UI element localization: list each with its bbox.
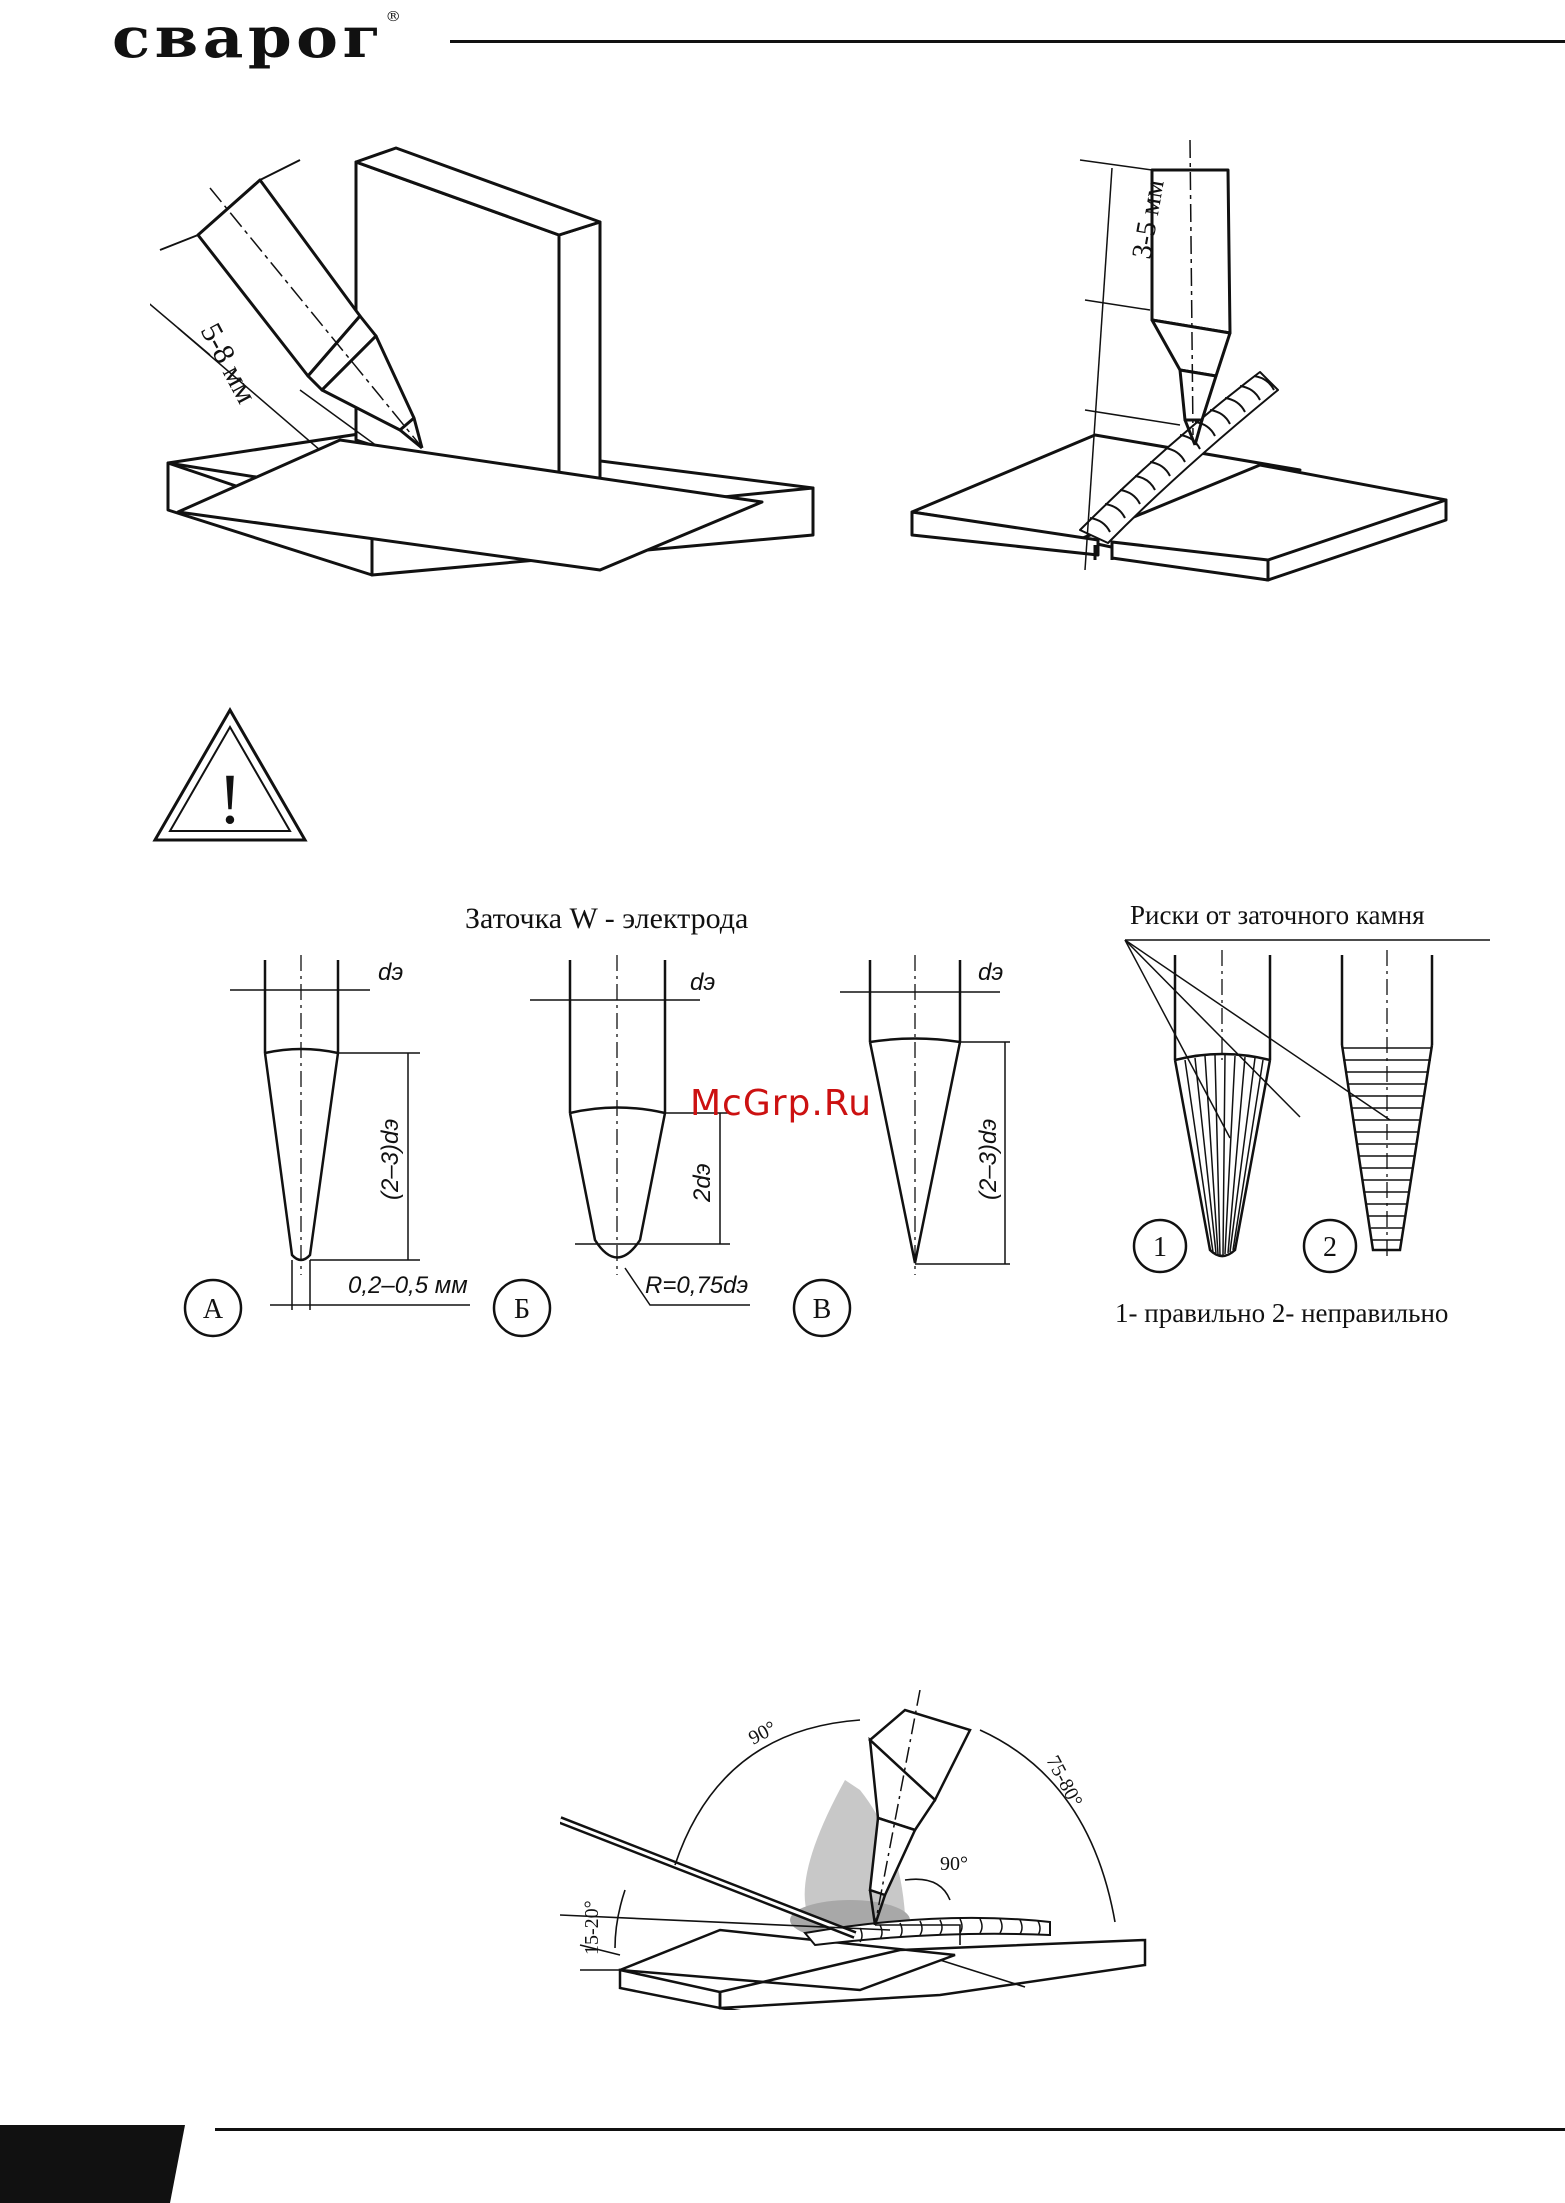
footer-rule (215, 2128, 1565, 2131)
marks-leader-lines (1125, 940, 1490, 1138)
fillet-vertical-plate-edge (559, 222, 600, 505)
variant-b-radius: R=0,75dэ (645, 1272, 748, 1299)
mark-1-number: 1 (1153, 1232, 1167, 1263)
fillet-dimension-label: 5-8 мм (194, 318, 263, 409)
variant-b-length: 2dэ (689, 1163, 716, 1203)
brand-logo: сварог® (112, 10, 406, 66)
registered-mark: ® (385, 9, 405, 25)
angle-perp-label: 90° (940, 1853, 968, 1875)
variant-a-diameter: dэ (378, 959, 403, 986)
variant-c-diameter: dэ (978, 959, 1003, 986)
variant-a-letter: А (203, 1294, 224, 1325)
variant-b-letter: Б (514, 1294, 530, 1325)
electrode-variant-a (230, 955, 470, 1310)
variant-a-length: (2–3)dэ (377, 1119, 404, 1200)
angle-work-label: 75-80° (1042, 1752, 1087, 1811)
warning-triangle-icon: ! (150, 705, 310, 845)
marks-caption: 1- правильно 2- неправильно (1115, 1298, 1448, 1328)
brand-logo-text: сварог (112, 5, 385, 71)
watermark: McGrp.Ru (690, 1083, 872, 1124)
angles-torch (870, 1690, 970, 1925)
sharpening-title: Заточка W - электрода (465, 902, 748, 935)
electrode-correct-marks (1175, 950, 1270, 1256)
warning-symbol: ! (218, 759, 242, 839)
variant-c-length: (2–3)dэ (975, 1119, 1002, 1200)
electrode-wrong-marks (1342, 950, 1432, 1260)
page-number-tab (0, 2125, 190, 2203)
electrode-variant-b (530, 955, 750, 1305)
variant-b-diameter: dэ (690, 969, 715, 996)
figure-torch-angles: 90° 75-80° 90° 15-20° (560, 1690, 1180, 2010)
angle-torch-label: 90° (745, 1717, 780, 1750)
angle-filler-label: 15-20° (581, 1900, 603, 1955)
figure-electrode-extension: 5-8 мм 3-5 мм (150, 140, 1450, 600)
header-rule (450, 40, 1565, 43)
variant-a-tip: 0,2–0,5 мм (348, 1272, 468, 1299)
variant-c-letter: В (813, 1294, 832, 1325)
mark-2-number: 2 (1323, 1232, 1337, 1263)
marks-title: Риски от заточного камня (1130, 900, 1424, 930)
